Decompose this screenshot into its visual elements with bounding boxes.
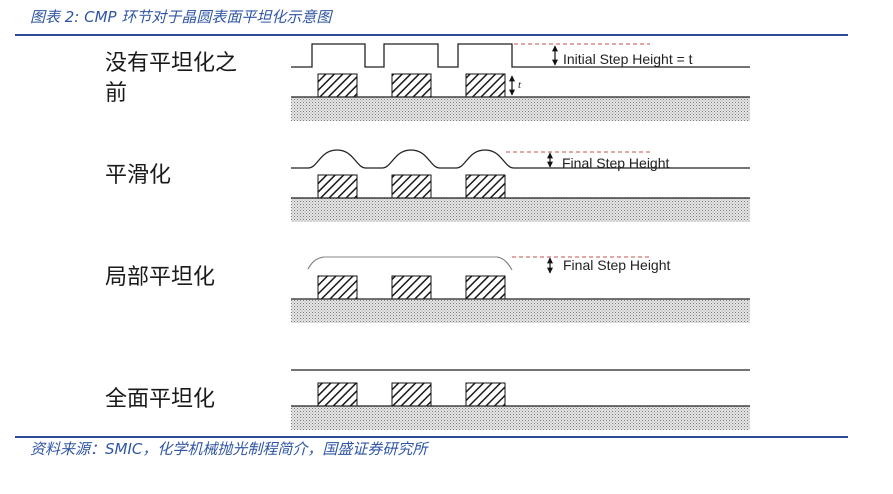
row-local-planarization: Final Step Height xyxy=(291,256,750,323)
substrate-band xyxy=(291,198,750,222)
substrate-band xyxy=(291,299,750,323)
source-note: 资料来源：SMIC，化学机械抛光制程简介，国盛证券研究所 xyxy=(30,440,428,458)
row-label-before-planarization: 没有平坦化之 前 xyxy=(105,49,237,109)
substrate-band xyxy=(291,406,750,430)
hatched-feature xyxy=(391,382,432,407)
footer-divider xyxy=(15,436,848,438)
hatched-feature xyxy=(317,174,358,199)
row-before-planarization: Initial Step Height = t t xyxy=(291,43,750,121)
hatched-feature xyxy=(465,174,506,199)
row-smoothing: Final Step Height xyxy=(291,149,750,222)
row-label-local-planarization: 局部平坦化 xyxy=(105,265,216,290)
hatched-feature xyxy=(391,174,432,199)
row-label-global-planarization: 全面平坦化 xyxy=(105,387,216,412)
hatched-feature xyxy=(465,382,506,407)
local-edge-curve-left xyxy=(307,256,325,270)
figure-title: 图表 2: CMP 环节对于晶圆表面平坦化示意图 xyxy=(30,8,332,26)
hatched-feature xyxy=(391,73,432,98)
row-label-line: 前 xyxy=(105,81,128,106)
final-step-height-label: Final Step Height xyxy=(563,257,671,273)
initial-step-height-label: Initial Step Height = t xyxy=(563,51,693,67)
hatched-feature xyxy=(465,275,506,300)
local-edge-curve-right xyxy=(496,256,513,271)
wafer-surface-line xyxy=(291,43,750,68)
hatched-feature xyxy=(391,275,432,300)
final-step-height-label: Final Step Height xyxy=(562,155,670,171)
header-divider xyxy=(15,34,848,36)
hatched-feature xyxy=(317,275,358,300)
wafer-surface-line xyxy=(291,149,750,169)
hatched-feature xyxy=(317,73,358,98)
hatched-feature xyxy=(465,73,506,98)
row-label-smoothing: 平滑化 xyxy=(105,163,172,188)
row-global-planarization xyxy=(291,369,750,430)
substrate-band xyxy=(291,97,750,121)
feature-height-label: t xyxy=(518,79,522,91)
row-label-line: 没有平坦化之 xyxy=(105,51,238,76)
hatched-feature xyxy=(317,382,358,407)
